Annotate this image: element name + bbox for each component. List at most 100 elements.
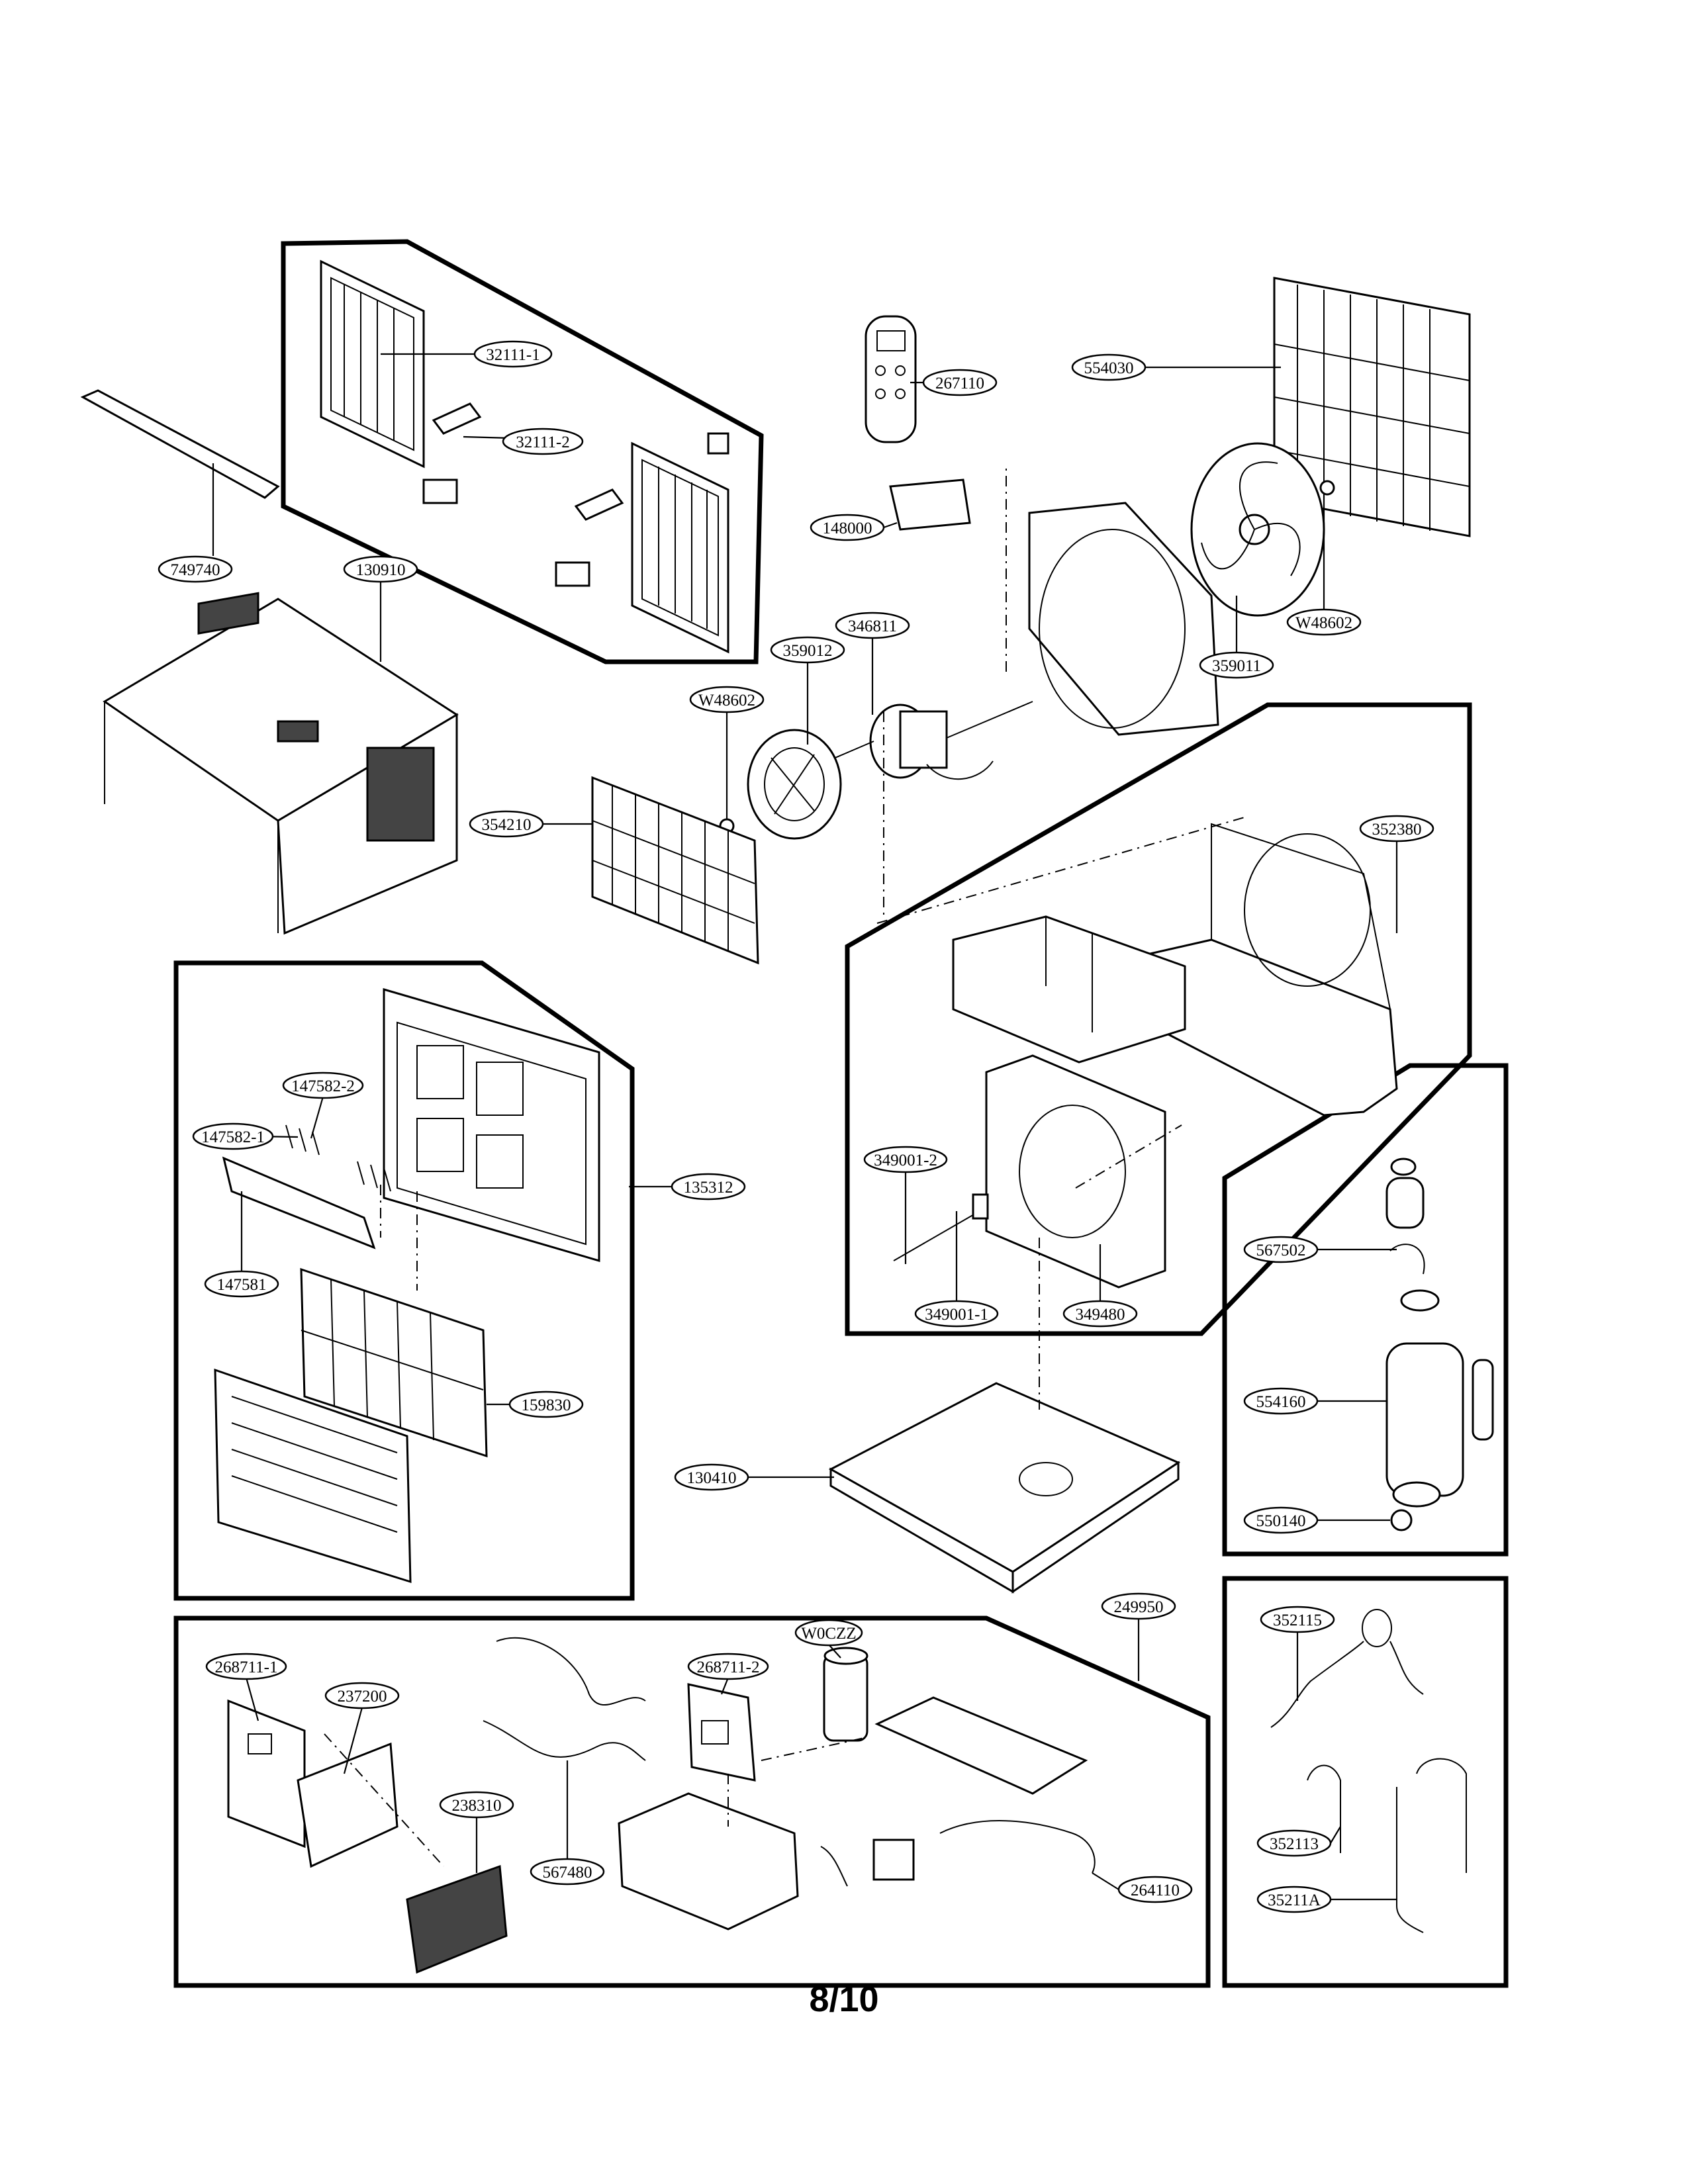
label-148000: 148000 xyxy=(810,514,885,541)
label-550140: 550140 xyxy=(1243,1506,1319,1534)
label-text: 349001-2 xyxy=(874,1152,937,1169)
condenser-fan xyxy=(1190,442,1325,617)
electrical-section-outline xyxy=(173,1615,1211,1988)
label-text: 567502 xyxy=(1256,1242,1306,1259)
label-text: 268711-2 xyxy=(697,1659,760,1676)
label-text: 349001-1 xyxy=(925,1306,988,1324)
label-text: 147582-1 xyxy=(201,1128,265,1146)
label-554030: 554030 xyxy=(1071,353,1147,381)
label-text: 135312 xyxy=(684,1179,733,1197)
label-text: 147582-2 xyxy=(291,1077,355,1095)
label-text: W48602 xyxy=(698,692,755,709)
label-349001-1: 349001-1 xyxy=(914,1300,999,1328)
power-cord-harness xyxy=(820,1820,1096,1887)
front-grille-outline xyxy=(281,239,764,664)
fan-retaining-clip-top xyxy=(1319,480,1335,496)
label-32111-1: 32111-1 xyxy=(473,340,553,368)
label-text: 147581 xyxy=(217,1276,267,1294)
front-cover xyxy=(214,1368,412,1584)
thermistor xyxy=(893,1193,989,1261)
label-349001-2: 349001-2 xyxy=(863,1146,948,1173)
blower-housing xyxy=(1137,823,1398,1116)
pcb-assembly xyxy=(687,1683,756,1782)
compressor-grommet xyxy=(1390,1509,1413,1531)
label-130910: 130910 xyxy=(343,555,418,583)
label-text: 249950 xyxy=(1114,1598,1164,1616)
label-349480: 349480 xyxy=(1062,1300,1138,1328)
label-W48602-bottom: W48602 xyxy=(689,686,765,713)
label-32111-2: 32111-2 xyxy=(502,428,584,455)
label-147581: 147581 xyxy=(204,1270,279,1298)
label-238310: 238310 xyxy=(439,1791,514,1819)
front-grille xyxy=(383,987,600,1263)
wire-harness-middle xyxy=(483,1720,646,1761)
label-text: 354210 xyxy=(482,816,532,834)
label-text: 130410 xyxy=(687,1469,737,1487)
label-268711-1: 268711-1 xyxy=(205,1653,287,1680)
label-text: 352115 xyxy=(1273,1612,1322,1629)
run-capacitor xyxy=(823,1647,868,1742)
label-W0CZZ: W0CZZ xyxy=(794,1619,863,1647)
side-curtain-right xyxy=(631,441,729,654)
label-359012: 359012 xyxy=(770,636,845,664)
label-346811: 346811 xyxy=(835,612,910,639)
label-text: 268711-1 xyxy=(215,1659,278,1676)
label-567502: 567502 xyxy=(1243,1236,1319,1263)
page-number: 8/10 xyxy=(809,1979,879,2019)
label-text: 130910 xyxy=(356,561,406,579)
louver-brackets xyxy=(285,1124,391,1192)
label-text: 237200 xyxy=(338,1688,387,1706)
label-text: 159830 xyxy=(522,1396,571,1414)
control-board xyxy=(227,1699,306,1848)
label-267110: 267110 xyxy=(922,369,998,396)
label-237200: 237200 xyxy=(324,1682,400,1709)
discharge-tube xyxy=(1307,1764,1341,1853)
label-268711-2: 268711-2 xyxy=(687,1653,769,1680)
label-text: 346811 xyxy=(848,617,897,635)
label-text: 32111-2 xyxy=(516,433,569,451)
label-text: 352113 xyxy=(1270,1835,1319,1853)
condenser-shroud xyxy=(1028,502,1219,736)
evaporator-coil xyxy=(591,776,759,965)
label-130410: 130410 xyxy=(674,1463,749,1491)
label-352113: 352113 xyxy=(1256,1829,1332,1857)
label-147582-1: 147582-1 xyxy=(192,1122,274,1150)
label-354210: 354210 xyxy=(469,810,544,838)
label-264110: 264110 xyxy=(1117,1876,1193,1903)
label-text: 554160 xyxy=(1256,1393,1306,1411)
label-text: 148000 xyxy=(823,520,872,537)
label-text: 359012 xyxy=(783,642,833,660)
label-359011: 359011 xyxy=(1199,651,1274,679)
label-text: W48602 xyxy=(1295,614,1352,632)
label-text: 359011 xyxy=(1212,657,1261,675)
label-text: 35211A xyxy=(1268,1891,1321,1909)
top-sill-strip xyxy=(80,389,280,499)
refrigerant-tubing-outline xyxy=(1222,1576,1509,1988)
label-text: 567480 xyxy=(543,1864,592,1882)
display-overlay xyxy=(406,1864,508,1974)
side-curtain-left xyxy=(320,259,425,469)
label-text: 550140 xyxy=(1256,1512,1306,1530)
label-554160: 554160 xyxy=(1243,1387,1319,1415)
capillary-tube xyxy=(1270,1609,1424,1728)
compressor-section-outline xyxy=(1222,1063,1509,1557)
orifice-panel xyxy=(985,1054,1166,1289)
fan-motor xyxy=(827,701,1033,780)
label-text: 238310 xyxy=(452,1797,502,1815)
label-text: 32111-1 xyxy=(486,346,539,364)
base-pan xyxy=(828,1382,1181,1594)
label-352115: 352115 xyxy=(1260,1606,1335,1633)
label-text: 352380 xyxy=(1372,821,1422,839)
label-text: 264110 xyxy=(1131,1882,1180,1899)
remote-holder xyxy=(889,478,971,531)
label-text: 554030 xyxy=(1084,359,1134,377)
label-text: W0CZZ xyxy=(801,1625,856,1643)
suction-tube xyxy=(1396,1758,1467,1933)
air-filter xyxy=(300,1267,488,1458)
control-box-cover xyxy=(874,1696,1088,1795)
condenser-coil xyxy=(1273,277,1471,537)
label-749740: 749740 xyxy=(158,555,233,583)
blower-wheel xyxy=(747,729,842,840)
control-box xyxy=(618,1792,799,1931)
